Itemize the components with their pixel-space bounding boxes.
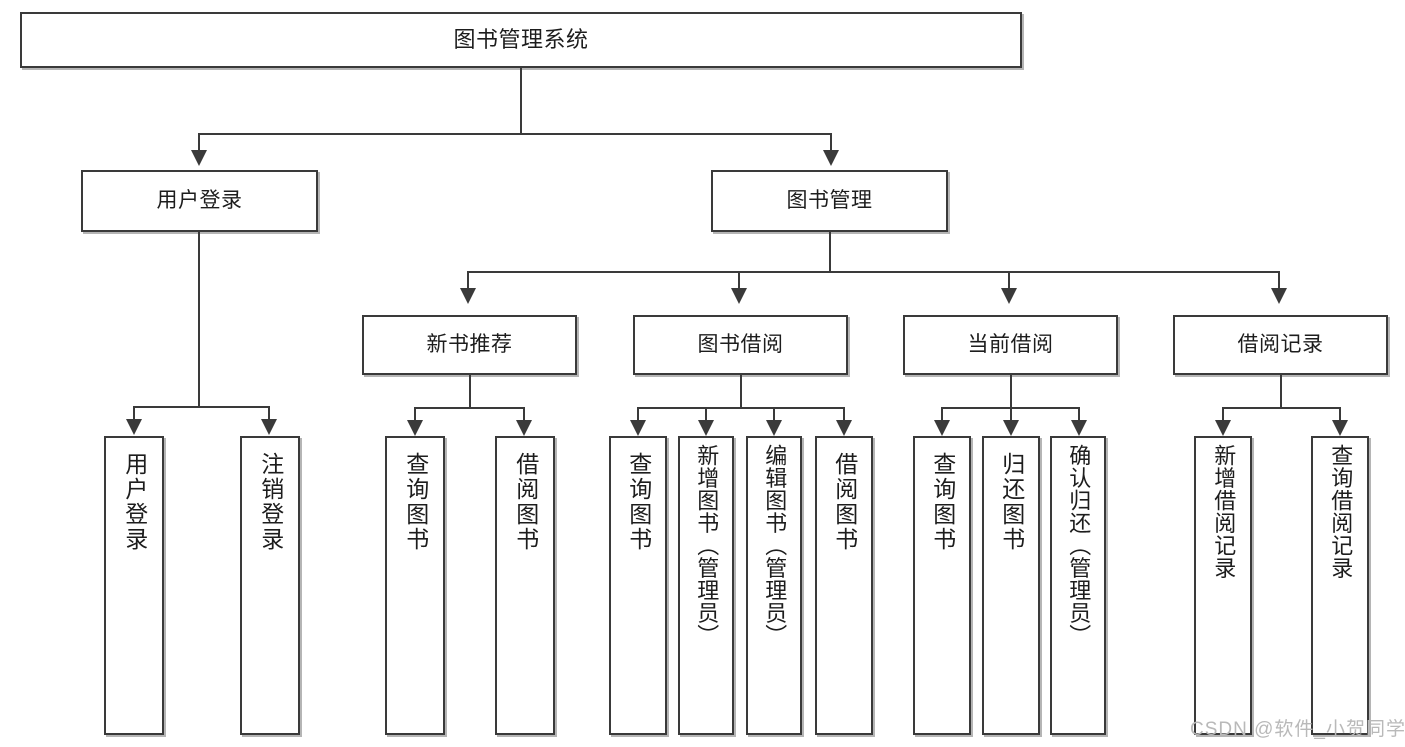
connector-level3-drop-4 [1278, 271, 1280, 289]
node-label: 查询图书 [402, 452, 429, 552]
connector-new-book-bus [414, 407, 525, 409]
connector-book-borrow-drop-2 [705, 407, 707, 421]
connector-level3-drop-1 [467, 271, 469, 289]
node-label: 查询图书 [929, 452, 956, 552]
node-label: 借阅图书 [512, 452, 539, 552]
node-label: 图书管理系统 [453, 27, 589, 53]
leaf-logout[interactable]: 注销登录 [240, 436, 300, 735]
arrow-to-leaf-query-book-3 [934, 420, 950, 436]
node-user-login[interactable]: 用户登录 [81, 170, 318, 232]
leaf-user-login[interactable]: 用户登录 [104, 436, 164, 735]
connector-root-bus [198, 133, 832, 135]
connector-new-book-drop-2 [523, 407, 525, 421]
node-label: 查询借阅记录 [1328, 444, 1354, 579]
connector-user-login-drop-2 [268, 406, 270, 420]
node-borrow-record[interactable]: 借阅记录 [1173, 315, 1388, 375]
connector-new-book-stem [469, 375, 471, 408]
arrow-to-leaf-logout [261, 419, 277, 435]
arrow-to-leaf-query-book-1 [407, 420, 423, 436]
arrow-to-leaf-return-book [1003, 420, 1019, 436]
node-label: 查询图书 [625, 452, 652, 552]
leaf-query-book-current[interactable]: 查询图书 [913, 436, 971, 735]
connector-book-borrow-drop-3 [773, 407, 775, 421]
arrow-to-user-login [191, 150, 207, 166]
arrow-to-leaf-confirm-return [1071, 420, 1087, 436]
node-book-borrow[interactable]: 图书借阅 [633, 315, 848, 375]
arrow-to-leaf-add-book [698, 420, 714, 436]
node-label: 注销登录 [257, 452, 284, 552]
connector-current-borrow-drop-1 [941, 407, 943, 421]
node-label: 用户登录 [156, 188, 243, 212]
arrow-to-leaf-borrow-book-2 [836, 420, 852, 436]
node-label: 图书管理 [786, 188, 873, 212]
connector-user-login-drop-1 [133, 406, 135, 420]
node-label: 新增借阅记录 [1211, 444, 1237, 579]
connector-new-book-drop-1 [414, 407, 416, 421]
node-label: 图书借阅 [697, 332, 784, 356]
leaf-confirm-return-admin[interactable]: 确认归还（管理员） [1050, 436, 1106, 735]
leaf-add-borrow-record[interactable]: 新增借阅记录 [1194, 436, 1252, 735]
connector-user-login-stem [198, 232, 200, 407]
connector-user-login-bus [133, 406, 270, 408]
connector-level3-drop-3 [1008, 271, 1010, 289]
arrow-to-leaf-edit-book [766, 420, 782, 436]
node-current-borrow[interactable]: 当前借阅 [903, 315, 1118, 375]
connector-borrow-record-stem [1280, 375, 1282, 408]
connector-root-stem [520, 68, 522, 134]
node-label: 新增图书（管理员） [694, 444, 720, 647]
leaf-query-book-recommend[interactable]: 查询图书 [385, 436, 445, 735]
connector-current-borrow-drop-2 [1010, 407, 1012, 421]
connector-root-drop-2 [830, 133, 832, 151]
connector-current-borrow-drop-3 [1078, 407, 1080, 421]
arrow-to-leaf-user-login [126, 419, 142, 435]
arrow-to-current-borrow [1001, 288, 1017, 304]
connector-book-borrow-drop-1 [637, 407, 639, 421]
node-new-book-recommend[interactable]: 新书推荐 [362, 315, 577, 375]
arrow-to-new-book-recommend [460, 288, 476, 304]
leaf-query-book-borrow[interactable]: 查询图书 [609, 436, 667, 735]
leaf-edit-book-admin[interactable]: 编辑图书（管理员） [746, 436, 802, 735]
arrow-to-book-borrow [731, 288, 747, 304]
leaf-add-book-admin[interactable]: 新增图书（管理员） [678, 436, 734, 735]
connector-level3-bus [467, 271, 1280, 273]
connector-book-borrow-bus [637, 407, 845, 409]
connector-root-drop-1 [198, 133, 200, 151]
node-label: 当前借阅 [967, 332, 1054, 356]
leaf-borrow-book-recommend[interactable]: 借阅图书 [495, 436, 555, 735]
connector-book-borrow-stem [740, 375, 742, 408]
node-root-book-management-system[interactable]: 图书管理系统 [20, 12, 1022, 68]
leaf-query-borrow-record[interactable]: 查询借阅记录 [1311, 436, 1369, 735]
arrow-to-leaf-query-book-2 [630, 420, 646, 436]
connector-borrow-record-drop-1 [1222, 407, 1224, 421]
connector-book-borrow-drop-4 [843, 407, 845, 421]
node-label: 归还图书 [998, 452, 1025, 552]
arrow-to-borrow-record [1271, 288, 1287, 304]
node-label: 借阅记录 [1237, 332, 1324, 356]
arrow-to-leaf-query-borrow-record [1332, 420, 1348, 436]
node-label: 用户登录 [121, 452, 148, 552]
arrow-to-leaf-add-borrow-record [1215, 420, 1231, 436]
connector-borrow-record-drop-2 [1339, 407, 1341, 421]
leaf-borrow-book[interactable]: 借阅图书 [815, 436, 873, 735]
node-label: 借阅图书 [831, 452, 858, 552]
leaf-return-book[interactable]: 归还图书 [982, 436, 1040, 735]
arrow-to-book-management [823, 150, 839, 166]
connector-level3-drop-2 [738, 271, 740, 289]
node-book-management[interactable]: 图书管理 [711, 170, 948, 232]
connector-book-management-stem [829, 232, 831, 272]
connector-current-borrow-stem [1010, 375, 1012, 408]
arrow-to-leaf-borrow-book-1 [516, 420, 532, 436]
node-label: 确认归还（管理员） [1066, 444, 1092, 647]
node-label: 新书推荐 [426, 332, 513, 356]
node-label: 编辑图书（管理员） [762, 444, 788, 647]
connector-borrow-record-bus [1222, 407, 1341, 409]
